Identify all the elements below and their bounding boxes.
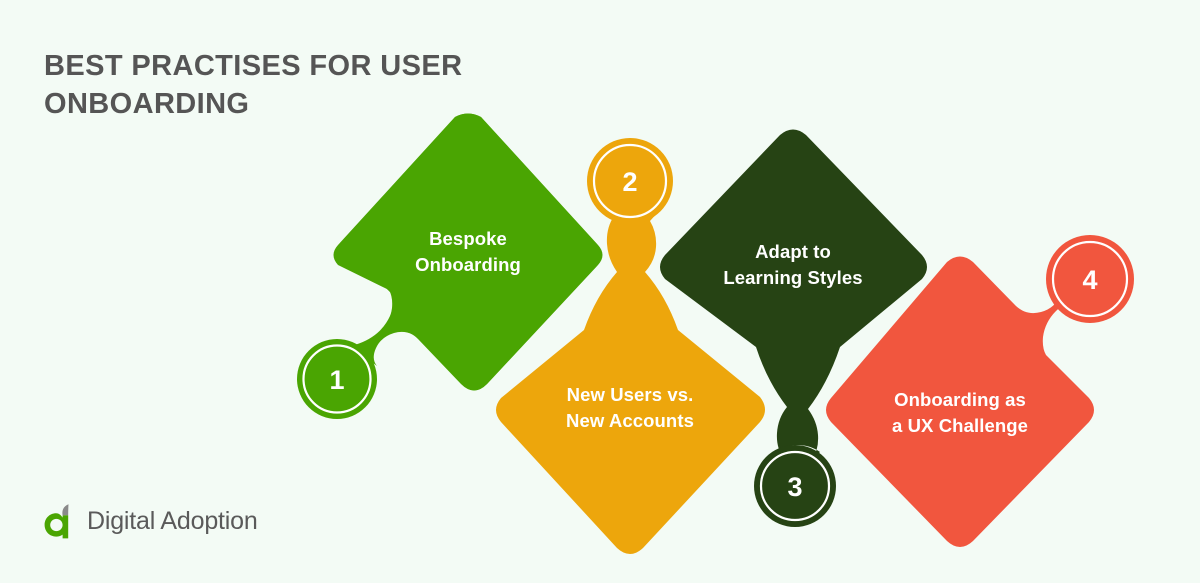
step-4-badge-ring <box>1051 240 1129 318</box>
brand-logo[interactable]: Digital Adoption <box>44 503 258 539</box>
step-4-shape <box>826 256 1095 547</box>
step-4-number: 4 <box>1082 265 1097 295</box>
step-1-number: 1 <box>329 365 344 395</box>
step-4-label-line2: a UX Challenge <box>892 415 1028 436</box>
step-3-badge[interactable] <box>754 445 836 527</box>
step-3-label-line1: Adapt to <box>755 241 831 262</box>
logo-leaf-shape <box>62 504 69 516</box>
step-2-shape <box>496 211 765 554</box>
page-title-block: BEST PRACTISES FOR USER ONBOARDING <box>44 47 524 123</box>
step-2-label-line1: New Users vs. <box>567 384 694 405</box>
step-3-shape <box>660 129 927 460</box>
step-1-shape-fill <box>333 113 603 391</box>
step-3-badge-ring <box>759 450 831 522</box>
step-4-badge[interactable] <box>1046 235 1134 323</box>
step-3-label-line2: Learning Styles <box>723 267 862 288</box>
step-1-label-line1: Bespoke <box>429 228 507 249</box>
step-2-badge-ring <box>592 143 668 219</box>
step-4-label-line1: Onboarding as <box>894 389 1026 410</box>
page-title: BEST PRACTISES FOR USER ONBOARDING <box>44 50 463 120</box>
step-1-group[interactable]: 1 Bespoke Onboarding <box>297 113 603 420</box>
digital-adoption-logo-icon <box>44 504 69 539</box>
step-2-label-line2: New Accounts <box>566 410 694 431</box>
brand-name: Digital Adoption <box>87 506 258 535</box>
step-1-badge[interactable] <box>297 339 377 419</box>
step-3-number: 3 <box>787 472 802 502</box>
step-3-group[interactable]: 3 Adapt to Learning Styles <box>660 129 927 528</box>
step-2-number: 2 <box>622 167 637 197</box>
step-1-label-line2: Onboarding <box>415 254 521 275</box>
step-2-group[interactable]: 2 New Users vs. New Accounts <box>496 138 765 554</box>
logo-letter-a <box>44 513 69 539</box>
step-2-badge[interactable] <box>587 138 673 224</box>
step-4-group[interactable]: 4 Onboarding as a UX Challenge <box>826 235 1134 547</box>
step-1-badge-ring <box>302 344 372 414</box>
